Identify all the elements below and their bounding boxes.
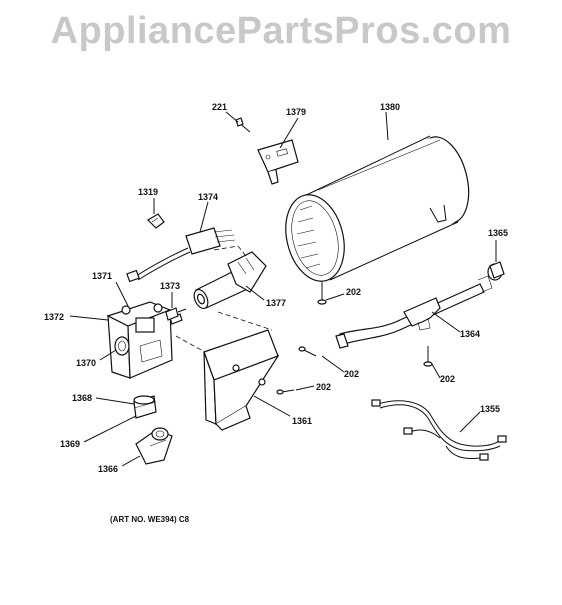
callout-1370: 1370 bbox=[76, 358, 96, 368]
igniter-1374[interactable] bbox=[126, 227, 236, 283]
screw-202-pipe[interactable] bbox=[423, 346, 433, 367]
burner-tube-1377[interactable] bbox=[175, 245, 273, 357]
callout-1379: 1379 bbox=[286, 107, 306, 117]
callout-1368: 1368 bbox=[72, 393, 92, 403]
callout-1380: 1380 bbox=[380, 102, 400, 112]
callout-1377: 1377 bbox=[266, 298, 286, 308]
gas-valve-1371[interactable] bbox=[106, 301, 183, 379]
callout-labels: 221 1379 1380 1319 1374 1365 1371 1373 2… bbox=[44, 102, 508, 524]
callout-1364: 1364 bbox=[460, 329, 480, 339]
burner-drum-1380[interactable] bbox=[277, 132, 477, 288]
orifice-1373[interactable] bbox=[165, 307, 187, 321]
callout-202-pipe: 202 bbox=[440, 374, 455, 384]
callout-1374: 1374 bbox=[198, 192, 218, 202]
callout-202-shield: 202 bbox=[344, 369, 359, 379]
fitting-1368[interactable] bbox=[133, 395, 157, 419]
manifold-pipe-1364[interactable] bbox=[335, 275, 493, 349]
callout-202-valve: 202 bbox=[316, 382, 331, 392]
wire-harness-1355[interactable] bbox=[371, 399, 507, 461]
screw-202-valve[interactable] bbox=[276, 389, 295, 395]
screw-221[interactable] bbox=[235, 117, 251, 133]
cap-1365[interactable] bbox=[487, 261, 505, 281]
heat-shield-1361[interactable] bbox=[203, 329, 280, 431]
callout-1373: 1373 bbox=[160, 281, 180, 291]
watermark-text: AppliancePartsPros.com bbox=[50, 10, 512, 52]
callout-202-drum: 202 bbox=[346, 287, 361, 297]
callout-1319: 1319 bbox=[138, 187, 158, 197]
callout-1369: 1369 bbox=[60, 439, 80, 449]
callout-1361: 1361 bbox=[292, 416, 312, 426]
callout-1371: 1371 bbox=[92, 271, 112, 281]
art-number: (ART NO. WE394) C8 bbox=[110, 515, 190, 524]
clip-1319[interactable] bbox=[147, 213, 165, 229]
callout-1366: 1366 bbox=[98, 464, 118, 474]
bracket-1379[interactable] bbox=[257, 139, 299, 185]
elbow-1366[interactable] bbox=[135, 427, 173, 465]
callout-1365: 1365 bbox=[488, 228, 508, 238]
callout-221: 221 bbox=[212, 102, 227, 112]
leader-lines bbox=[69, 111, 497, 467]
callout-1372: 1372 bbox=[44, 312, 64, 322]
screw-202-shield[interactable] bbox=[298, 346, 317, 357]
screw-202-drum[interactable] bbox=[317, 282, 327, 305]
callout-1355: 1355 bbox=[480, 404, 500, 414]
